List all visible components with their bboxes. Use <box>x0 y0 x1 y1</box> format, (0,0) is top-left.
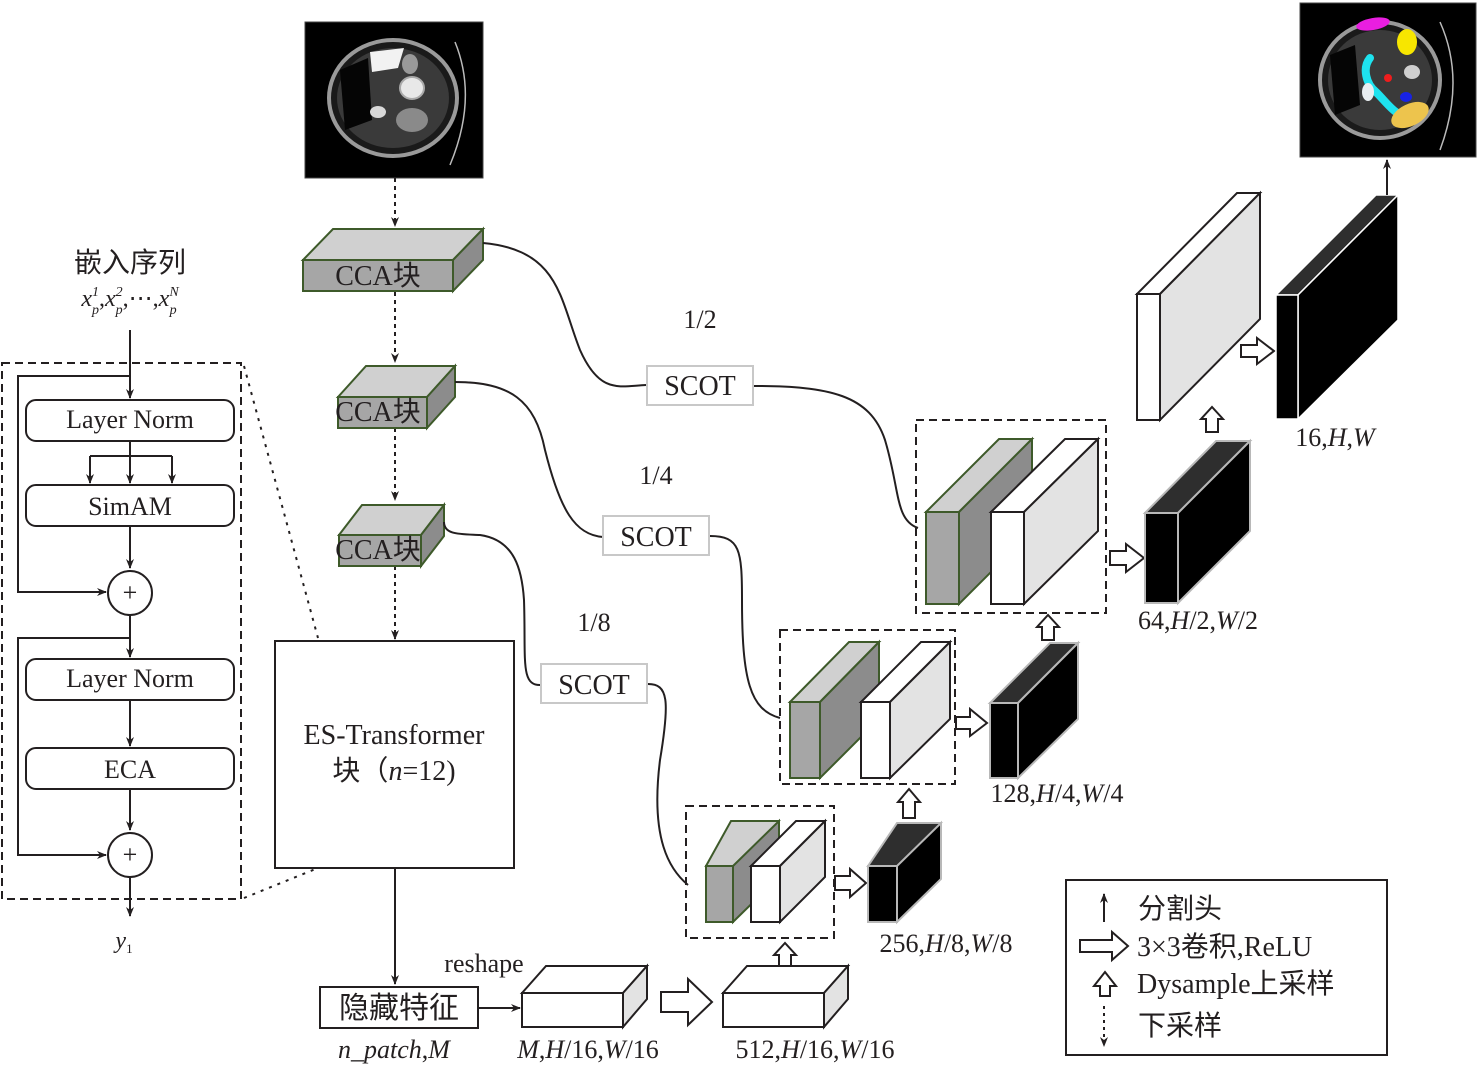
decoder-stage-1-output <box>866 820 943 925</box>
decoder-stage-2-fusion <box>779 629 956 785</box>
final-upsampled-feature <box>1134 190 1263 423</box>
table-line <box>449 41 467 166</box>
final-output-dims: 16,H,W <box>1295 423 1377 452</box>
upsample-arrow-2 <box>895 787 923 819</box>
residual-connection-1 <box>17 375 130 596</box>
decoder-stage-2-dims: 128,H/4,W/4 <box>991 779 1124 808</box>
skip-2-scale: 1/4 <box>639 461 672 490</box>
final-output-feature <box>1274 193 1400 421</box>
bowel-gas <box>1330 45 1360 115</box>
scot-block-2: SCOT <box>602 515 710 556</box>
add-node-2-symbol: + <box>123 840 138 869</box>
decoder-stage-3-dims: 64,H/2,W/2 <box>1138 606 1258 635</box>
upsample-arrow-1 <box>771 941 799 967</box>
hidden-feature-dims: n_patch,M <box>338 1035 451 1064</box>
conv-arrow-stage-2 <box>955 706 989 739</box>
skip-feature-front <box>705 865 734 923</box>
legend-item-1-label: 分割头 <box>1138 893 1222 925</box>
up-feature-front <box>750 865 781 923</box>
mask-region-5 <box>1384 74 1392 82</box>
legend-item-2-label: 3×3卷积,ReLU <box>1137 931 1312 963</box>
skip-curve-3-in <box>443 521 542 687</box>
cca-block-3-label: CCA块 <box>335 535 421 566</box>
legend-border <box>1065 879 1388 1056</box>
hollow-arrow-up-icon <box>1091 970 1119 997</box>
bowel-gas <box>340 58 372 130</box>
legend-item-4-label: 下采样 <box>1138 1010 1222 1042</box>
skip-curve-2-in <box>454 381 604 538</box>
hidden-feature-block: 隐藏特征 <box>319 986 479 1029</box>
zoom-connector-bottom <box>243 867 319 899</box>
skip-curve-2-out <box>709 535 781 719</box>
layer-norm-1-label: Layer Norm <box>66 405 194 434</box>
conv-arrow-stage-3 <box>1109 541 1146 575</box>
mask-region-6 <box>1400 92 1412 102</box>
hollow-arrow-right-icon <box>1079 929 1130 963</box>
scot-block-1: SCOT <box>646 365 754 406</box>
mask-region-4 <box>1362 83 1374 101</box>
cca-block-3: CCA块 <box>335 502 447 569</box>
vertebra <box>399 76 425 100</box>
skip-curve-3-out <box>647 683 689 886</box>
zoom-connector-top <box>243 365 319 639</box>
hidden-feature-label: 隐藏特征 <box>339 992 459 1025</box>
upsample-arrow-4 <box>1198 405 1226 433</box>
conv-arrow-stage-1 <box>834 866 868 900</box>
scot-block-3: SCOT <box>540 663 648 704</box>
cca-block-2-label: CCA块 <box>335 397 421 428</box>
mask-region-3 <box>1361 54 1400 116</box>
reshape-label: reshape <box>444 949 523 978</box>
es-transformer-block: ES-Transformer 块（n=12) <box>274 640 515 869</box>
bottleneck-feature-box <box>720 963 851 1030</box>
vertebra <box>1404 65 1420 79</box>
encoder-detail-border <box>1 362 242 900</box>
mask-region-1 <box>1356 17 1390 31</box>
skip-1-scale: 1/2 <box>683 305 716 334</box>
skip-3-scale: 1/8 <box>577 608 610 637</box>
cca-block-1: CCA块 <box>300 226 486 294</box>
add-node-1-symbol: + <box>123 578 138 607</box>
simam-label: SimAM <box>88 492 172 521</box>
scot-block-2-label: SCOT <box>620 522 692 553</box>
decoder-stage-1-dims: 256,H/8,W/8 <box>880 929 1013 958</box>
upsample-arrow-3 <box>1034 613 1062 641</box>
kidney <box>396 108 428 132</box>
skip-curve-1-in <box>482 242 647 388</box>
organ <box>402 54 418 74</box>
contrast-region <box>370 48 404 72</box>
scot-block-1-label: SCOT <box>664 371 736 402</box>
bottleneck-dims: 512,H/16,W/16 <box>736 1035 895 1064</box>
layer-norm-2-label: Layer Norm <box>66 664 194 693</box>
table-line <box>1439 21 1454 151</box>
conv-arrow-bottleneck <box>660 976 714 1028</box>
input-sequence-label: 嵌入序列 <box>74 247 186 279</box>
mask-region-7 <box>1391 101 1429 129</box>
decoder-stage-3-output <box>1142 438 1253 606</box>
decoder-stage-2-output <box>987 640 1081 781</box>
legend-item-3-label: Dysample上采样 <box>1137 968 1335 1000</box>
decoder-stage-1-fusion <box>685 805 835 939</box>
reshape-feature-box <box>519 963 650 1030</box>
cca-block-1-label: CCA块 <box>335 261 421 292</box>
residual-connection-2 <box>17 637 130 859</box>
conv-arrow-final <box>1240 335 1276 367</box>
scot-block-3-label: SCOT <box>558 670 630 701</box>
reshape-dims: M,H/16,W/16 <box>516 1035 659 1064</box>
es-transformer-subtitle: 块（n=12) <box>332 755 455 787</box>
vessel <box>370 106 386 118</box>
input-ct-image <box>304 21 484 179</box>
decoder-stage-3-fusion <box>915 419 1107 614</box>
output-segmentation-image <box>1299 2 1477 158</box>
skip-curve-1-out <box>752 385 919 529</box>
es-transformer-title: ES-Transformer <box>304 720 486 751</box>
legend: 分割头 3×3卷积,ReLU Dysample上采样 下采样 <box>1065 879 1388 1056</box>
eca-label: ECA <box>104 755 156 784</box>
mask-region-2 <box>1397 29 1417 55</box>
cca-block-2: CCA块 <box>335 363 458 431</box>
output-label: y1 <box>113 928 132 956</box>
